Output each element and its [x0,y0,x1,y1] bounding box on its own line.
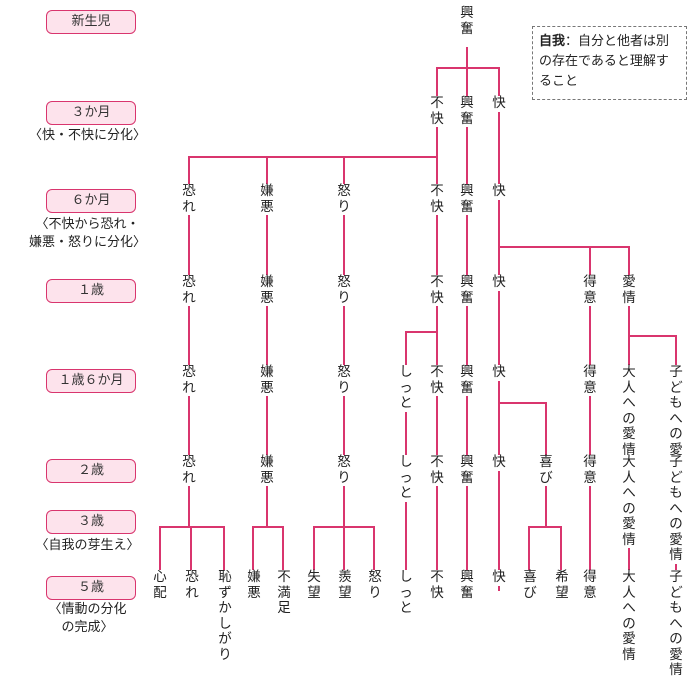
emotion-5y-pleasure: 快 [491,569,507,586]
emotion-6m-anger: 怒り [336,183,352,215]
emotion-1y-disgust: 嫌悪 [259,274,275,306]
emotion-2y-anger: 怒り [336,454,352,486]
stage-1-year-6-months-badge: １歳６か月 [46,369,136,393]
emotion-5y-affection-adults: 大人への愛情 [621,569,637,663]
emotion-1y6m-disgust: 嫌悪 [259,364,275,396]
stage-3-months-badge: ３か月 [46,101,136,125]
emotion-1y-fear: 恐れ [181,274,197,306]
emotion-5y-worry: 心配 [152,569,168,601]
stage-1-year-badge: １歳 [46,279,136,303]
emotion-6m-displeasure: 不快 [429,183,445,215]
stage-3-years-badge: ３歳 [46,510,136,534]
emotion-3m-pleasure: 快 [491,95,507,112]
emotion-5y-shyness: 恥ずかしがり [217,569,233,663]
stage-6-months-badge: ６か月 [46,189,136,213]
emotion-1y6m-anger: 怒り [336,364,352,396]
emotion-5y-excitement: 興奮 [459,569,475,601]
emotion-5y-joy: 喜び [522,569,538,601]
stage-5-years-note: 〈情動の分化 の完成〉 [48,602,127,635]
emotion-5y-dissatisfaction: 不満足 [276,569,292,617]
emotion-1y-anger: 怒り [336,274,352,306]
connector-lines [159,47,677,591]
emotion-2y-affection-children: 子どもへの愛情 [668,454,684,564]
emotion-1y6m-fear: 恐れ [181,364,197,396]
emotion-1y6m-excitement: 興奮 [459,364,475,396]
emotion-1y6m-jealousy: しっと [398,364,414,412]
emotion-3m-displeasure: 不快 [429,95,445,127]
emotion-6m-pleasure: 快 [491,183,507,200]
emotion-2y-pleasure: 快 [491,454,507,471]
stage-newborn-badge: 新生児 [46,10,136,34]
emotion-1y-pleasure: 快 [491,274,507,291]
ego-term: 自我 [539,34,566,49]
stage-5-years-badge: ５歳 [46,576,136,600]
emotion-5y-disgust: 嫌悪 [246,569,262,601]
stage-3-years-note: 〈自我の芽生え〉 [35,538,140,553]
emotion-5y-affection-children: 子どもへの愛情 [668,569,684,679]
emotion-2y-displeasure: 不快 [429,454,445,486]
ego-definition-note: 自我：自分と他者は別の存在であると理解すること [532,26,687,100]
emotion-2y-excitement: 興奮 [459,454,475,486]
emotion-5y-fear: 恐れ [184,569,200,601]
emotion-5y-disappointment: 失望 [306,569,322,601]
emotion-2y-jealousy: しっと [398,454,414,502]
emotion-1y6m-pride: 得意 [582,364,598,396]
emotion-5y-hope: 希望 [554,569,570,601]
emotion-2y-joy: 喜び [538,454,554,486]
emotion-3m-excitement: 興奮 [459,95,475,127]
emotion-1y6m-displeasure: 不快 [429,364,445,396]
emotion-5y-pride: 得意 [582,569,598,601]
emotion-1y6m-affection-children: 子どもへの愛情 [668,364,684,474]
emotion-5y-envy: 羨望 [337,569,353,601]
emotion-5y-jealousy: しっと [398,569,414,617]
emotion-1y-pride: 得意 [582,274,598,306]
emotion-2y-fear: 恐れ [181,454,197,486]
stage-6-months-note: 〈不快から恐れ・ 嫌悪・怒りに分化〉 [28,217,146,250]
emotion-1y-excitement: 興奮 [459,274,475,306]
stage-2-years-badge: ２歳 [46,459,136,483]
emotion-1y-affection: 愛情 [621,274,637,306]
emotion-2y-affection-adults: 大人への愛情 [621,454,637,548]
stage-3-months-note: 〈快・不快に分化〉 [28,128,146,143]
emotion-1y-displeasure: 不快 [429,274,445,306]
emotion-root-excitement: 興奮 [459,5,475,37]
emotion-1y6m-pleasure: 快 [491,364,507,381]
emotion-5y-displeasure: 不快 [429,569,445,601]
emotion-2y-pride: 得意 [582,454,598,486]
emotion-5y-anger: 怒り [367,569,383,601]
emotion-2y-disgust: 嫌悪 [259,454,275,486]
emotion-6m-fear: 恐れ [181,183,197,215]
emotion-1y6m-affection-adults: 大人への愛情 [621,364,637,458]
emotion-6m-excitement: 興奮 [459,183,475,215]
emotion-6m-disgust: 嫌悪 [259,183,275,215]
ego-definition: ：自分と他者は別の存在であると理解すること [539,34,670,89]
